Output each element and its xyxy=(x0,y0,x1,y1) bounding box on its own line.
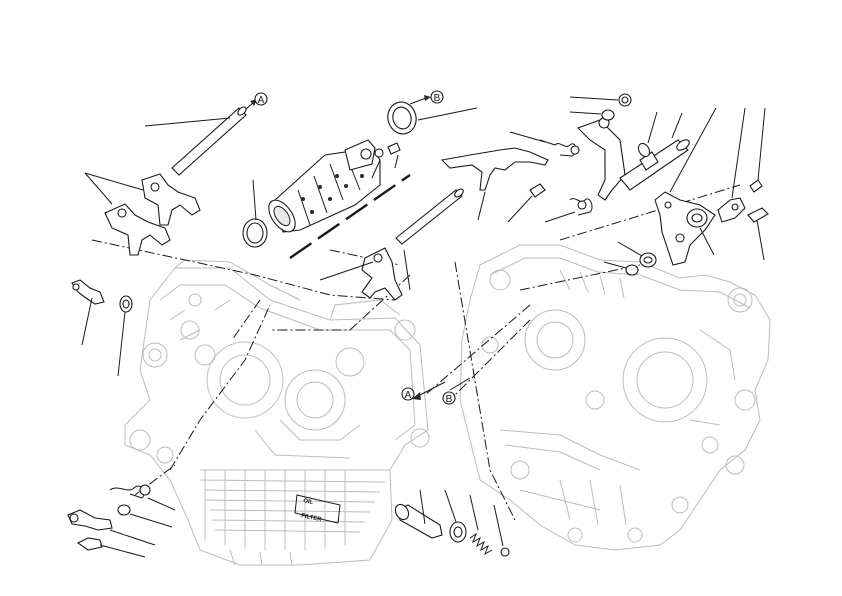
leader-ring-top xyxy=(417,107,478,121)
leader-lower-bolt xyxy=(99,544,146,558)
shift-fork-upper xyxy=(141,173,201,226)
arrow-a-mid-head xyxy=(412,392,421,400)
leader-fork-shaft xyxy=(144,117,231,127)
leader-stopper-bolt xyxy=(757,107,766,181)
leader-fork-1 xyxy=(84,172,144,191)
selector-plate xyxy=(654,191,716,266)
leader-stopper-bolt-side xyxy=(756,219,765,261)
circlip-right xyxy=(639,252,657,268)
leader-circlip-right xyxy=(617,241,643,257)
leader-pivot-washer xyxy=(444,489,457,523)
leader-switch-washer xyxy=(117,311,126,377)
drum-pin-and-spring xyxy=(374,142,401,158)
lower-spring-clip xyxy=(109,484,151,499)
detent-ball xyxy=(500,547,510,557)
leader-drum-ring xyxy=(252,179,257,221)
shift-fork-center xyxy=(361,247,403,301)
gearshift-shaft xyxy=(577,117,690,201)
leader-fork-center xyxy=(319,261,374,281)
arrow-b-top-line xyxy=(409,97,427,105)
callout-circle-b-top xyxy=(430,90,444,104)
switch-washer xyxy=(119,295,133,313)
selector-ratchet-arm xyxy=(440,147,549,191)
leader-plate-washer xyxy=(699,227,715,256)
lower-washer xyxy=(117,504,131,516)
arrow-b-mid-line xyxy=(449,377,471,391)
leader-pivot-bolt xyxy=(419,489,426,525)
oil-filter-plate xyxy=(294,494,341,524)
leader-shaft-tip xyxy=(671,112,683,139)
shaft-washer-top xyxy=(601,109,615,121)
shift-drum-axis-line xyxy=(289,174,411,259)
callout-b-mid: B xyxy=(446,394,453,405)
callout-a-top: A xyxy=(258,95,265,106)
callout-a-mid: A xyxy=(405,390,412,401)
leader-neutral-switch xyxy=(81,297,93,346)
leader-selector-plate xyxy=(669,107,717,193)
leader-lower-bracket xyxy=(109,529,156,546)
stopper-bolt-top xyxy=(749,179,763,193)
callout-circle-a-mid xyxy=(401,387,415,401)
shaft-nut-top xyxy=(618,93,632,107)
filter-label: FILTER xyxy=(301,513,323,523)
stopper-bolt-side xyxy=(747,207,769,223)
arrow-b-top-head xyxy=(424,95,431,101)
shift-fork-lower xyxy=(104,203,171,256)
leader-washer-top xyxy=(569,111,602,115)
leader-detent-spring-bottom xyxy=(469,494,479,531)
neutral-switch xyxy=(71,279,105,305)
leader-washer-right xyxy=(603,261,627,269)
lower-bolt xyxy=(76,537,103,551)
arm-bolt xyxy=(529,183,546,198)
drum-bearing-ring xyxy=(242,218,268,248)
pivot-washer xyxy=(449,521,467,543)
oil-label: OIL xyxy=(303,498,314,506)
leader-detent-spring xyxy=(544,211,576,223)
leader-fork-shaft-center xyxy=(403,249,411,291)
detent-spring xyxy=(569,198,593,216)
leader-detent-ball xyxy=(493,504,504,547)
leader-lower-washer xyxy=(129,513,173,528)
leader-fork-2 xyxy=(84,172,113,205)
assembly-guide-lines xyxy=(91,184,741,521)
leader-shaft-seal xyxy=(647,111,658,144)
pivot-bolt xyxy=(394,503,443,539)
lower-bracket xyxy=(67,509,113,531)
shift-drum xyxy=(268,139,381,233)
detent-spring-bottom xyxy=(469,532,493,556)
fork-shaft-center xyxy=(395,188,464,245)
leader-spring-clip xyxy=(147,497,176,511)
arrow-a-mid-line xyxy=(419,381,446,396)
leader-selector-arm xyxy=(477,191,486,221)
callout-b-top: B xyxy=(434,93,441,104)
plate-washer xyxy=(686,208,708,228)
leader-arm-bolt xyxy=(507,195,533,223)
leader-drum-spring xyxy=(394,154,399,169)
leader-nut xyxy=(569,96,619,101)
callout-circle-b-mid xyxy=(442,391,456,405)
stopper-arm xyxy=(717,197,746,223)
return-spring xyxy=(539,139,580,157)
left-crankcase-half: OIL FILTER xyxy=(124,259,430,567)
callout-circle-a-top xyxy=(254,92,268,106)
shaft-seal xyxy=(637,142,651,158)
leader-return-spring xyxy=(509,131,546,143)
bearing-ring-top xyxy=(387,101,417,135)
right-crankcase-half xyxy=(459,244,771,551)
leader-drum-pin xyxy=(371,159,381,179)
fork-shaft-upper xyxy=(171,106,247,176)
washer-right-low xyxy=(625,264,639,276)
leader-stopper-arm xyxy=(731,107,746,199)
